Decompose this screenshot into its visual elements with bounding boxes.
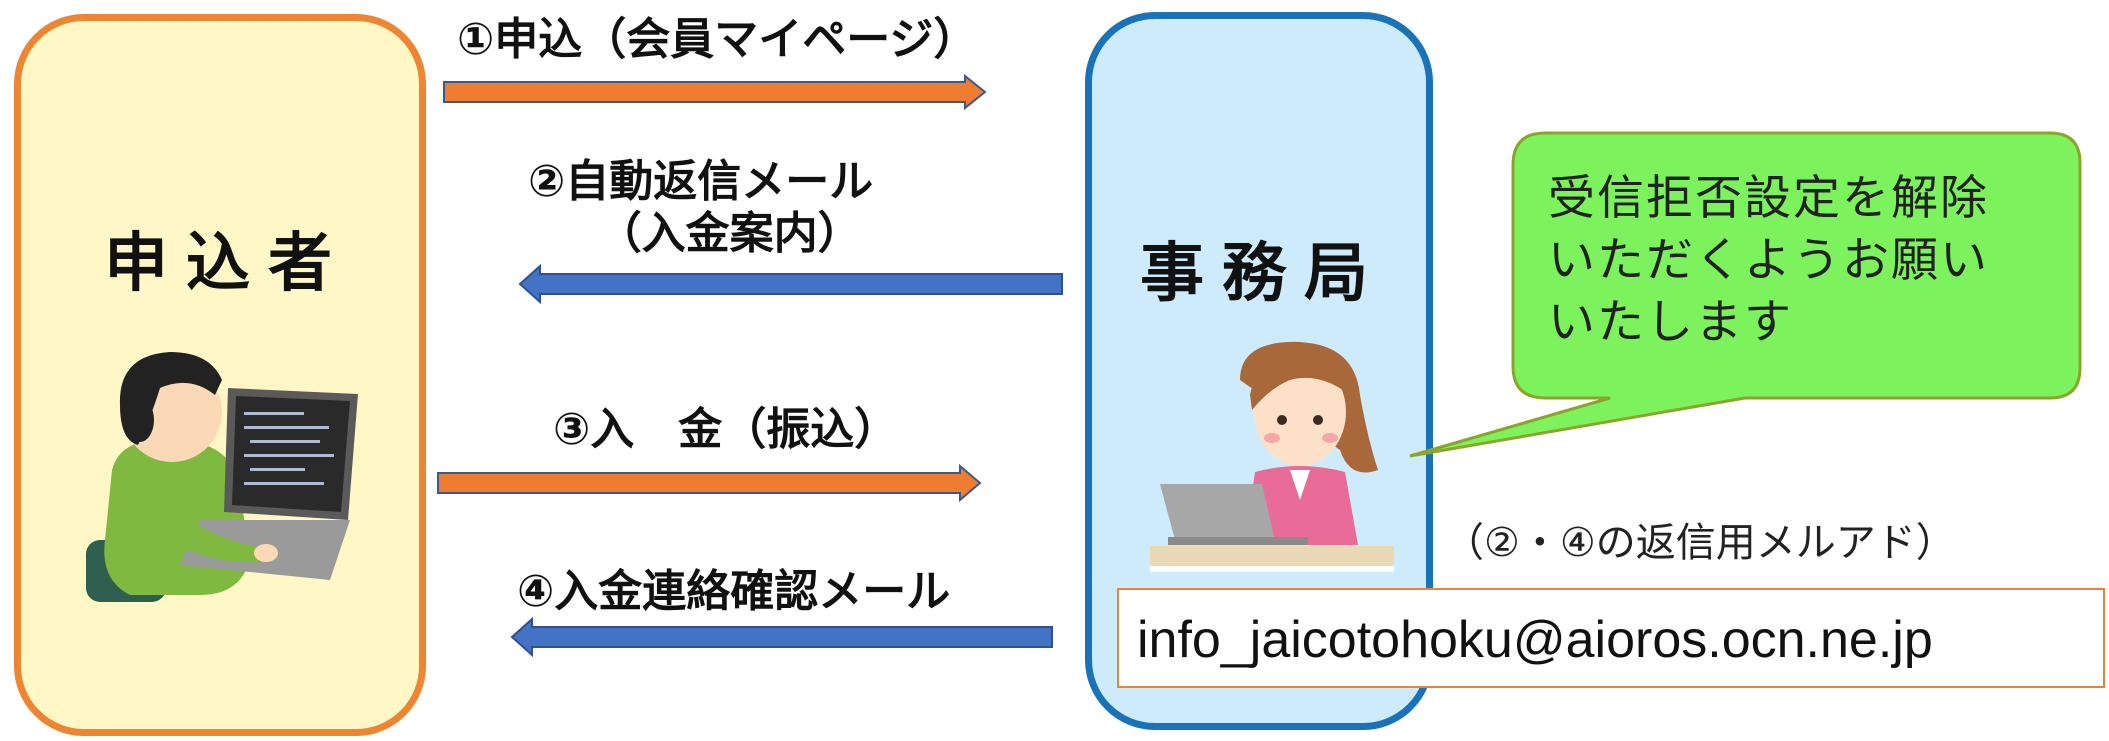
arrow-step4 [510, 616, 1053, 658]
step1-label: ①申込（会員マイページ） [457, 14, 978, 65]
bubble-line2: いただくようお願い [1548, 233, 1989, 288]
applicant-box [14, 14, 426, 736]
step2-label-line2: （入金案内） [597, 208, 862, 259]
arrow-step3 [437, 463, 982, 503]
applicant-title: 申込者 [104, 227, 350, 301]
step4-label: ④入金連絡確認メール [517, 566, 951, 617]
email-note: （②・④の返信用メルアド） [1444, 520, 1956, 566]
arrow-step1 [443, 73, 987, 111]
step3-label: ③入 金（振込） [553, 404, 899, 455]
email-box: info_jaicotohoku@aioros.ocn.ne.jp [1117, 588, 2105, 688]
person-at-laptop-icon [86, 352, 358, 602]
office-staff-woman-icon [1150, 341, 1394, 572]
step2-label-line1: ②自動返信メール [528, 156, 874, 207]
step2-label: ②自動返信メール （入金案内） [528, 156, 873, 260]
arrow-step2 [518, 263, 1063, 305]
speech-bubble [1409, 131, 2082, 458]
office-title: 事務局 [1140, 237, 1386, 311]
bubble-text: 受信拒否設定を解除 いただくようお願い いたします [1548, 168, 2068, 354]
email-address[interactable]: info_jaicotohoku@aioros.ocn.ne.jp [1137, 611, 1933, 669]
bubble-line3: いたします [1548, 295, 1793, 350]
bubble-line1: 受信拒否設定を解除 [1548, 171, 1989, 226]
